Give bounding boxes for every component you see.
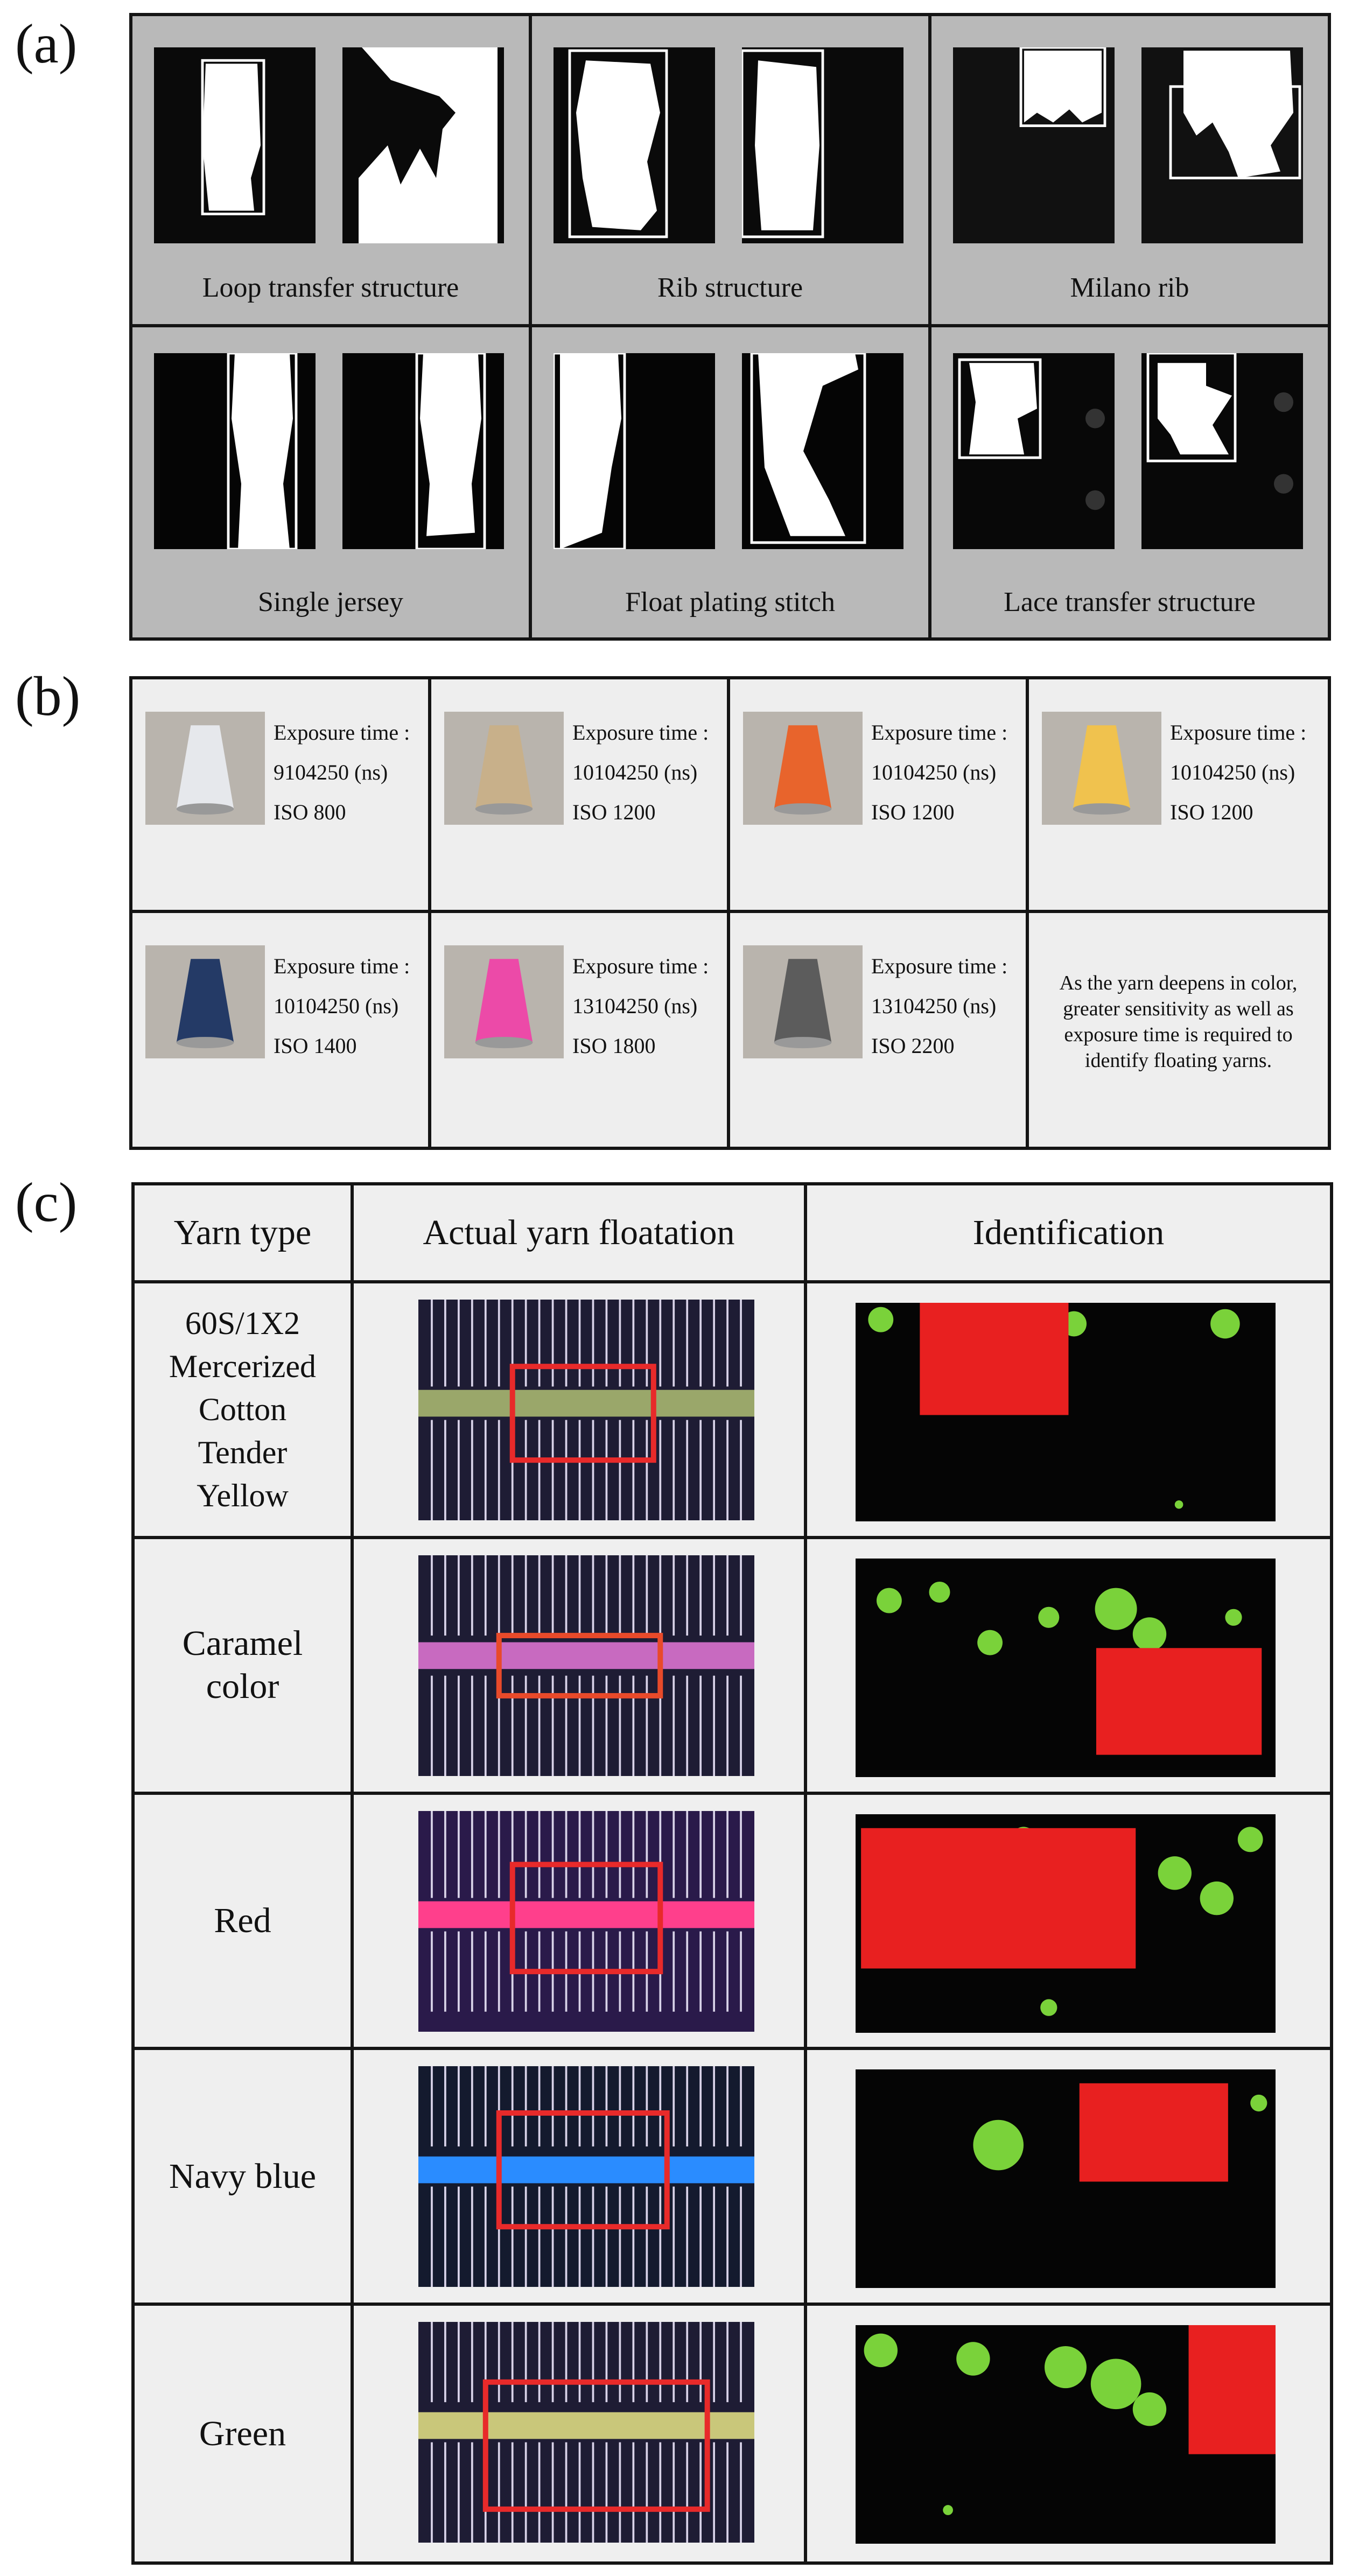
iso-value: ISO 2200 (871, 1034, 955, 1058)
exposure-value: 13104250 (ns) (871, 994, 997, 1018)
mask-image-right (1141, 47, 1303, 243)
exposure-label: Exposure time : (871, 954, 1008, 978)
iso-value: ISO 1200 (1170, 800, 1253, 824)
yarn-cone-photo (444, 712, 564, 825)
identification-cell (807, 1795, 1330, 2051)
structure-caption: Rib structure (657, 272, 803, 303)
identification-cell (807, 2050, 1330, 2306)
mask-image-right (742, 47, 903, 243)
exposure-value: 13104250 (ns) (572, 994, 698, 1018)
structure-cell-loop-transfer: Loop transfer structure (132, 16, 532, 327)
yarn-setting-cell: Exposure time : 10104250 (ns) ISO 1200 (730, 679, 1029, 913)
panel-label-b: (b) (15, 665, 81, 727)
iso-value: ISO 1400 (274, 1034, 357, 1058)
sensitivity-note: As the yarn deepens in color, greater se… (1059, 972, 1298, 1072)
structure-cell-rib: Rib structure (532, 16, 931, 327)
identification-map (856, 2325, 1276, 2544)
structure-cell-lace-transfer: Lace transfer structure (931, 327, 1328, 637)
exposure-label: Exposure time : (274, 954, 410, 978)
structure-caption: Single jersey (257, 587, 404, 617)
yarn-type-cell: Green (135, 2306, 354, 2561)
identification-map (856, 1558, 1276, 1777)
yarn-cone-photo (743, 945, 863, 1058)
structure-cell-single-jersey: Single jersey (132, 327, 532, 637)
floatation-cell (354, 2050, 807, 2306)
mask-image-right (742, 353, 903, 549)
mask-image-left (554, 353, 715, 549)
yarn-setting-cell: Exposure time : 10104250 (ns) ISO 1200 (1029, 679, 1328, 913)
structure-cell-float-plating: Float plating stitch (532, 327, 931, 637)
structure-caption: Milano rib (1070, 272, 1189, 303)
structure-caption: Float plating stitch (625, 587, 835, 617)
exposure-label: Exposure time : (572, 720, 709, 745)
yarn-cone-photo (145, 945, 265, 1058)
floatation-cell (354, 1283, 807, 1539)
yarn-type-cell: 60S/1X2 Mercerized Cotton Tender Yellow (135, 1283, 354, 1539)
structure-mask-grid: Loop transfer structure Rib structure Mi… (129, 13, 1331, 641)
exposure-label: Exposure time : (274, 720, 410, 745)
exposure-value: 9104250 (ns) (274, 760, 388, 784)
mask-image-left (154, 353, 316, 549)
floatation-cell (354, 1794, 807, 2051)
structure-caption: Lace transfer structure (1004, 587, 1256, 617)
exposure-label: Exposure time : (572, 954, 709, 978)
mask-image-left (953, 47, 1115, 243)
mask-image-right (342, 47, 504, 243)
yarn-setting-cell: Exposure time : 10104250 (ns) ISO 1200 (431, 679, 730, 913)
panel-label-a: (a) (15, 13, 78, 75)
panel-label-c: (c) (15, 1171, 78, 1233)
floatation-photo (418, 1555, 754, 1776)
exposure-value: 10104250 (ns) (274, 994, 399, 1018)
floatation-photo (418, 2322, 754, 2543)
floatation-photo (418, 1810, 754, 2032)
header-yarn-type: Yarn type (135, 1185, 354, 1283)
yarn-cone-photo (444, 945, 564, 1058)
identification-cell (807, 1283, 1330, 1539)
iso-value: ISO 1200 (871, 800, 955, 824)
iso-value: ISO 1200 (572, 800, 656, 824)
header-identification: Identification (807, 1185, 1330, 1283)
floatation-cell (354, 2306, 807, 2561)
yarn-type-cell: Red (135, 1794, 354, 2051)
iso-value: ISO 1800 (572, 1034, 656, 1058)
exposure-value: 10104250 (ns) (871, 760, 997, 784)
identification-map (856, 2069, 1276, 2289)
yarn-type-cell: Caramel color (135, 1539, 354, 1795)
yarn-setting-cell: Exposure time : 13104250 (ns) ISO 1800 (431, 913, 730, 1147)
yarn-setting-cell: Exposure time : 13104250 (ns) ISO 2200 (730, 913, 1029, 1147)
yarn-cone-photo (1042, 712, 1161, 825)
mask-image-left (554, 47, 715, 243)
iso-value: ISO 800 (274, 800, 346, 824)
identification-map (856, 1303, 1276, 1521)
identification-table: Yarn type Actual yarn floatation Identif… (131, 1182, 1333, 2565)
exposure-value: 10104250 (ns) (572, 760, 698, 784)
note-cell: As the yarn deepens in color, greater se… (1029, 913, 1328, 1147)
yarn-setting-cell: Exposure time : 10104250 (ns) ISO 1400 (132, 913, 431, 1147)
floatation-photo (418, 1300, 754, 1520)
identification-map (856, 1814, 1276, 2033)
yarn-cone-photo (145, 712, 265, 825)
yarn-type-cell: Navy blue (135, 2050, 354, 2306)
yarn-settings-grid: Exposure time : 9104250 (ns) ISO 800 Exp… (129, 676, 1331, 1150)
structure-cell-milano-rib: Milano rib (931, 16, 1328, 327)
mask-image-right (342, 353, 504, 549)
mask-image-right (1141, 353, 1303, 549)
yarn-setting-cell: Exposure time : 9104250 (ns) ISO 800 (132, 679, 431, 913)
floatation-photo (418, 2066, 754, 2287)
header-actual-floatation: Actual yarn floatation (354, 1185, 807, 1283)
identification-cell (807, 2306, 1330, 2561)
identification-cell (807, 1539, 1330, 1795)
mask-image-left (953, 353, 1115, 549)
floatation-cell (354, 1539, 807, 1795)
exposure-label: Exposure time : (871, 720, 1008, 745)
exposure-label: Exposure time : (1170, 720, 1307, 745)
structure-caption: Loop transfer structure (202, 272, 459, 303)
yarn-cone-photo (743, 712, 863, 825)
exposure-value: 10104250 (ns) (1170, 760, 1295, 784)
mask-image-left (154, 47, 316, 243)
